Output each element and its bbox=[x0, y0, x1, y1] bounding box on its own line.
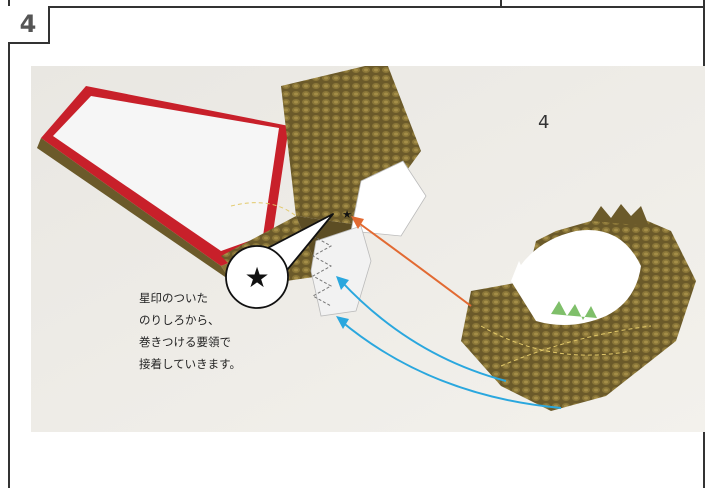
blue-arrow-upper-head bbox=[336, 276, 349, 290]
blue-arrow-upper bbox=[340, 280, 507, 382]
caption-line: 星印のついた bbox=[139, 291, 208, 305]
papercraft-illustration: ★ ★ bbox=[31, 66, 705, 432]
step-number-box: 4 bbox=[8, 6, 50, 44]
star-marker-icon: ★ bbox=[342, 208, 352, 221]
star-callout-icon: ★ bbox=[244, 261, 269, 294]
caption-line: のりしろから、 bbox=[139, 313, 220, 327]
orange-arrow bbox=[355, 220, 472, 307]
blue-arrow-lower-head bbox=[336, 316, 349, 329]
orange-arrow-head bbox=[351, 216, 364, 229]
caption-line: 接着していきます。 bbox=[139, 357, 242, 371]
frame-left-border bbox=[8, 0, 10, 488]
frame-divider-tick bbox=[500, 0, 502, 7]
photo-step-label: 4 bbox=[538, 112, 550, 133]
star-callout bbox=[225, 213, 334, 309]
frame-top-border bbox=[8, 6, 705, 8]
instruction-photo: ★ ★ bbox=[31, 66, 705, 432]
caption-line: 巻きつける要領で bbox=[139, 335, 231, 349]
blue-arrow-lower bbox=[340, 320, 562, 409]
step-number: 4 bbox=[19, 10, 37, 38]
papercraft-ring bbox=[461, 204, 696, 411]
instruction-caption: 星印のついた のりしろから、 巻きつける要領で 接着していきます。 bbox=[139, 287, 299, 375]
